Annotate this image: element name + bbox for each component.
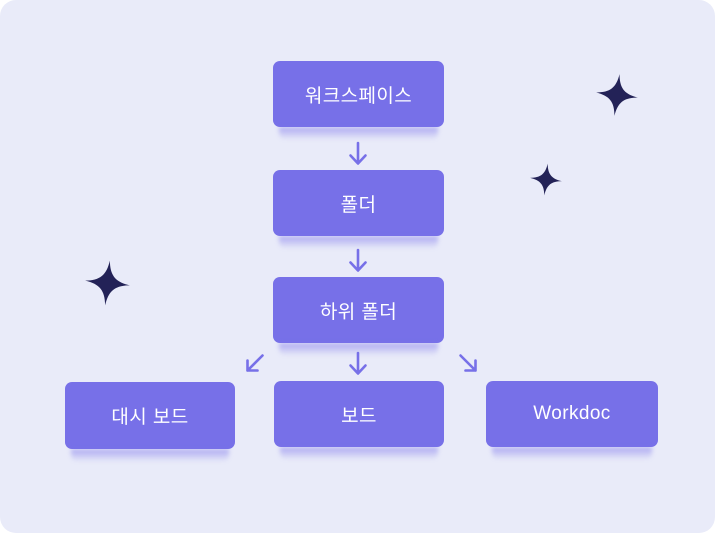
node-folder: 폴더 xyxy=(273,170,444,236)
node-folder-label: 폴더 xyxy=(340,194,377,216)
sparkle-icon xyxy=(593,71,640,120)
arrow-down-icon xyxy=(346,248,370,274)
sparkle-icon xyxy=(528,159,564,199)
arrow-down-left-icon xyxy=(243,352,266,375)
node-workspace: 워크스페이스 xyxy=(273,61,444,127)
node-workdoc-label: Workdoc xyxy=(533,403,611,424)
node-dashboard: 대시 보드 xyxy=(65,382,235,449)
arrow-down-icon xyxy=(346,141,370,167)
sparkle-icon xyxy=(83,256,133,310)
node-workdoc: Workdoc xyxy=(486,381,658,447)
node-workspace-label: 워크스페이스 xyxy=(304,85,413,107)
node-board: 보드 xyxy=(274,381,444,447)
arrow-down-icon xyxy=(346,351,370,377)
node-board-label: 보드 xyxy=(341,405,377,427)
node-subfolder-label: 하위 폴더 xyxy=(319,301,398,323)
node-dashboard-label: 대시 보드 xyxy=(111,407,189,428)
arrow-down-right-icon xyxy=(457,352,480,375)
node-subfolder: 하위 폴더 xyxy=(273,277,444,343)
